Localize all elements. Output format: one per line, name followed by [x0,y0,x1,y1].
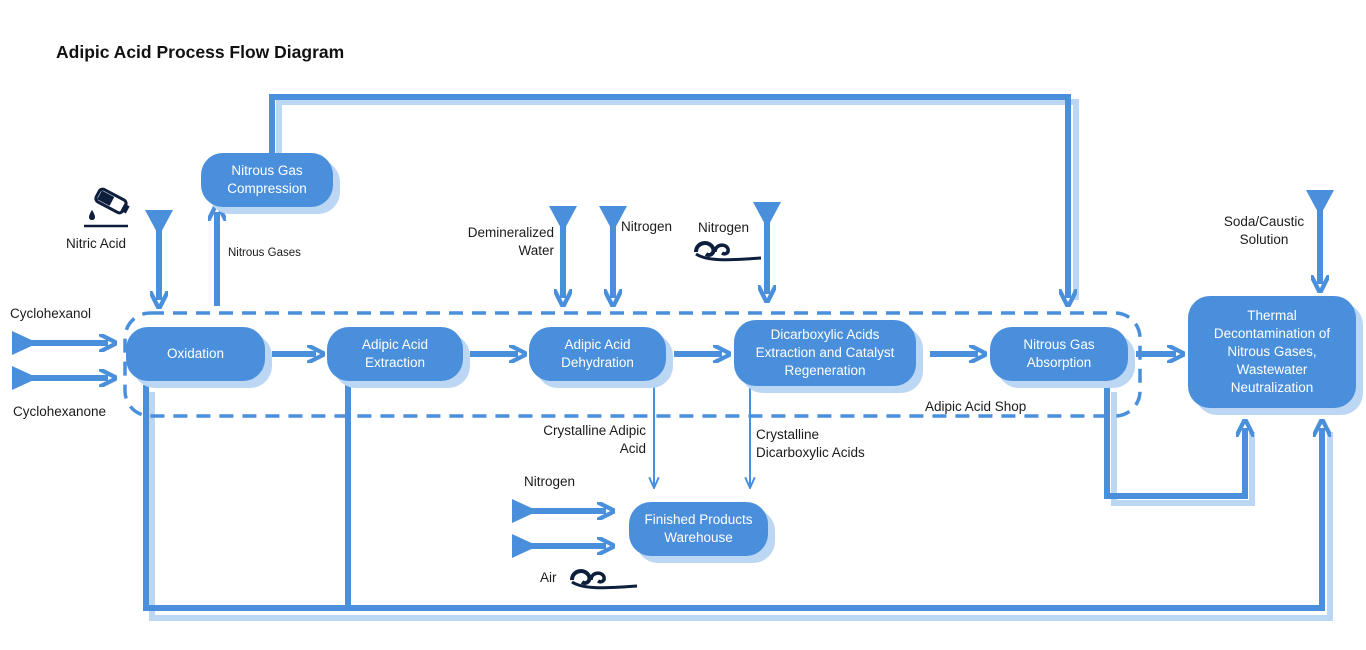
adipic-acid-extraction-node[interactable]: Adipic Acid Extraction [327,327,463,381]
top-loop-shadow [276,99,1079,300]
nitrogen-label-2: Nitrogen [698,220,750,235]
nitrogen-label-1: Nitrogen [621,219,673,234]
diagram-title: Adipic Acid Process Flow Diagram [56,42,345,62]
adipic-acid-shop-label: Adipic Acid Shop [925,399,1027,414]
absorption-drop-line [1104,385,1245,499]
crystalline-dicarboxylic-acids-label: Crystalline Dicarboxylic Acids [756,427,865,460]
nitric-acid-label: Nitric Acid [66,236,127,251]
dicarboxylic-acids-node[interactable]: Dicarboxylic Acids Extraction and Cataly… [734,320,916,386]
top-loop-line [269,94,1068,298]
cyclohexanone-label: Cyclohexanone [13,404,107,419]
adipic-acid-dehydration-node[interactable]: Adipic Acid Dehydration [529,327,666,381]
bottom-loop-line [143,385,1322,611]
flask-icon [84,187,130,228]
soda-caustic-label: Soda/Caustic Solution [1223,214,1305,247]
bottom-loop-shadow [149,392,1333,621]
wind-icon [570,569,638,590]
nitrous-gas-absorption-node[interactable]: Nitrous Gas Absorption [990,327,1128,381]
thermal-decontamination-node[interactable]: Thermal Decontamination of Nitrous Gases… [1188,296,1356,408]
absorption-drop-shadow [1111,392,1255,506]
crystalline-adipic-acid-label: Crystalline Adipic Acid [543,423,646,456]
finished-products-warehouse-node[interactable]: Finished Products Warehouse [629,502,768,556]
oxidation-node[interactable]: Oxidation [126,327,265,381]
air-label: Air [540,570,557,585]
wind-icon [694,241,762,262]
cyclohexanol-label: Cyclohexanol [10,306,92,321]
adipic-acid-shop-boundary [123,311,1142,418]
nitrous-gas-compression-node[interactable]: Nitrous Gas Compression [201,153,333,207]
nitrogen-label-3: Nitrogen [524,474,576,489]
demineralized-water-label: Demineralized Water [467,225,554,258]
nitrous-gases-label: Nitrous Gases [228,247,301,259]
